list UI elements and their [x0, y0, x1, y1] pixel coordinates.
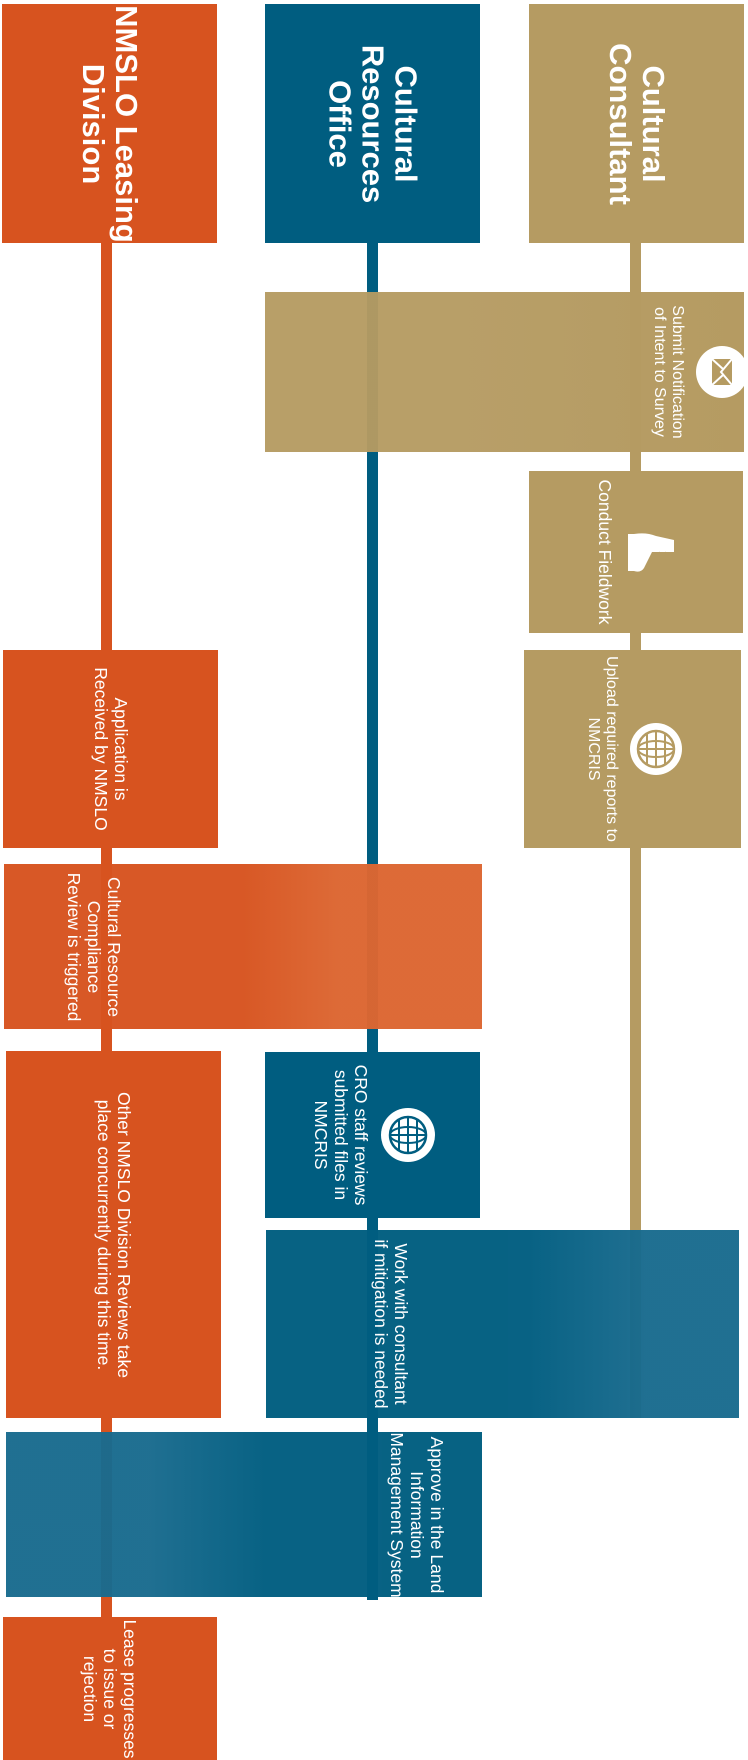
step-conduct-fieldwork: Conduct Fieldwork: [529, 471, 743, 633]
step-approve-lims-label: Approve in the Land Information Manageme…: [387, 1432, 447, 1597]
step-conduct-fieldwork-label: Conduct Fieldwork: [595, 479, 615, 625]
step-approve-lims: Approve in the Land Information Manageme…: [6, 1432, 482, 1597]
globe-icon: [629, 723, 682, 775]
lane-header-nmslo: NMSLO Leasing Division: [2, 4, 217, 243]
envelope-icon: [696, 346, 744, 398]
step-work-with-consultant: Work with consultant if mitigation is ne…: [266, 1230, 739, 1418]
boot-icon: [625, 526, 677, 578]
step-cro-reviews-label: CRO staff reviews submitted files in NMC…: [310, 1064, 371, 1206]
step-other-reviews-label: Other NMSLO Division Reviews take place …: [93, 1091, 134, 1378]
lane-header-consultant: Cultural Consultant: [529, 4, 744, 243]
step-lease-progresses: Lease progresses to issue or rejection: [3, 1617, 217, 1760]
lane-header-nmslo-label: NMSLO Leasing Division: [75, 4, 144, 243]
step-compliance-review: Cultural Resource Compliance Review is t…: [4, 864, 482, 1029]
lane-header-consultant-label: Cultural Consultant: [602, 42, 671, 205]
step-upload-reports-label: Upload required reports to NMCRIS: [584, 656, 620, 842]
step-lease-progresses-label: Lease progresses to issue or rejection: [80, 1618, 140, 1759]
lane-header-cro-label: Cultural Resources Office: [322, 44, 423, 203]
step-cro-reviews: CRO staff reviews submitted files in NMC…: [265, 1052, 480, 1218]
step-submit-notification: Submit Notification of Intent to Survey: [265, 292, 744, 452]
step-submit-notification-label: Submit Notification of Intent to Survey: [651, 305, 686, 439]
globe-icon: [380, 1108, 435, 1162]
lane-header-cro: Cultural Resources Office: [265, 4, 480, 243]
step-application-received: Application is Received by NMSLO: [3, 650, 218, 848]
step-upload-reports: Upload required reports to NMCRIS: [524, 650, 741, 848]
step-compliance-review-label: Cultural Resource Compliance Review is t…: [64, 872, 124, 1021]
step-application-received-label: Application is Received by NMSLO: [90, 667, 131, 831]
step-other-reviews: Other NMSLO Division Reviews take place …: [6, 1051, 221, 1418]
step-work-with-consultant-label: Work with consultant if mitigation is ne…: [371, 1239, 411, 1409]
